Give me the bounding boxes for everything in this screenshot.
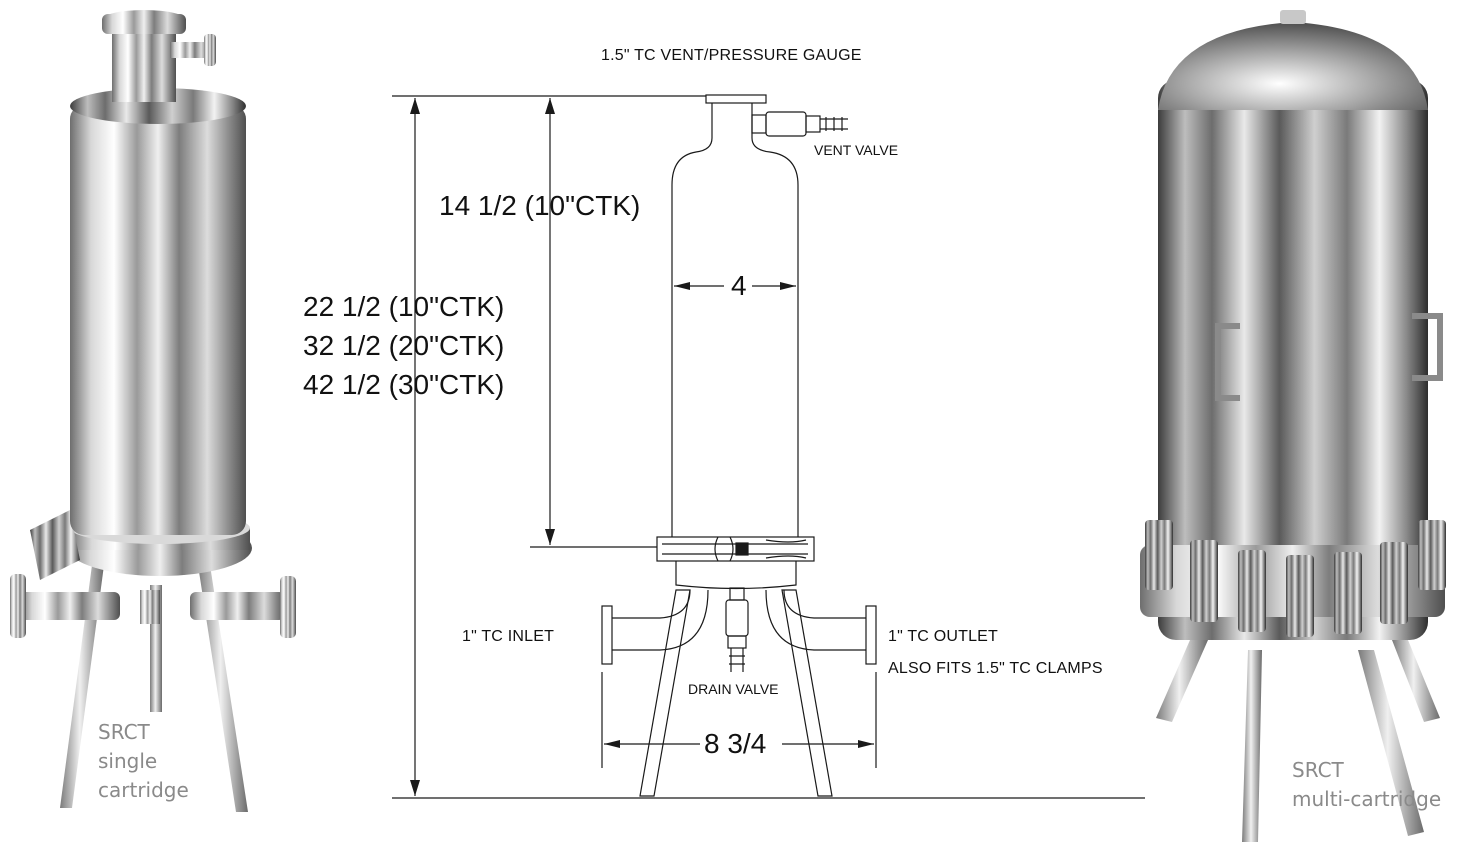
port-left [20,592,120,620]
top-tc-flange [705,94,767,104]
caption-line: single [98,749,158,773]
neck [112,30,176,102]
caption-line: SRCT [98,720,150,744]
head-clamp [656,536,815,562]
caption-line: cartridge [98,778,189,802]
outlet-elbow-lower [765,589,866,651]
outlet-elbow-upper [783,589,866,619]
multi-body [1158,80,1428,640]
drawing-leg-left [639,589,691,797]
single-cartridge-caption: SRCT single cartridge [98,718,189,805]
overall-height-labels: 22 1/2 (10"CTK) 32 1/2 (20"CTK) 42 1/2 (… [303,287,504,404]
outlet-tc-flange [865,605,877,665]
port-right [190,592,285,620]
caption-line: SRCT [1292,758,1344,782]
vent-valve [765,111,807,137]
technical-drawing [392,94,1145,799]
clamps-label: ALSO FITS 1.5" TC CLAMPS [888,660,1103,677]
vent-valve-label: VENT VALVE [814,142,899,158]
inlet-label: 1" TC INLET [462,628,555,645]
drain-valve [725,599,749,637]
height-30ctk: 42 1/2 (30"CTK) [303,369,505,400]
multi-cartridge-photo [1140,10,1446,842]
height-20ctk: 32 1/2 (20"CTK) [303,330,505,361]
inlet-elbow-lower [612,589,709,651]
height-10ctk: 22 1/2 (10"CTK) [303,291,505,322]
multi-cartridge-caption: SRCT multi-cartridge [1292,756,1441,814]
leg-right [198,565,248,812]
caption-line: multi-cartridge [1292,787,1442,811]
diameter-label: 4 [727,270,751,302]
inlet-tc-flange [601,605,613,665]
footprint-label: 8 3/4 [704,728,767,759]
drawing-leg-right [781,589,833,797]
clamp-handle [30,510,80,580]
body-right-wall [751,103,799,537]
inlet-elbow-upper [612,589,691,619]
outlet-label: 1" TC OUTLET [888,628,999,645]
single-cartridge-photo [10,10,296,812]
body [70,105,246,535]
drain-valve-label: DRAIN VALVE [688,681,779,697]
body-left-wall [671,103,713,537]
multi-dome [1158,22,1428,110]
base-plate [675,561,797,590]
vent-gauge-label: 1.5" TC VENT/PRESSURE GAUGE [601,47,862,64]
cartridge-height-label: 14 1/2 (10"CTK) [439,190,641,221]
leg-left [60,565,104,808]
